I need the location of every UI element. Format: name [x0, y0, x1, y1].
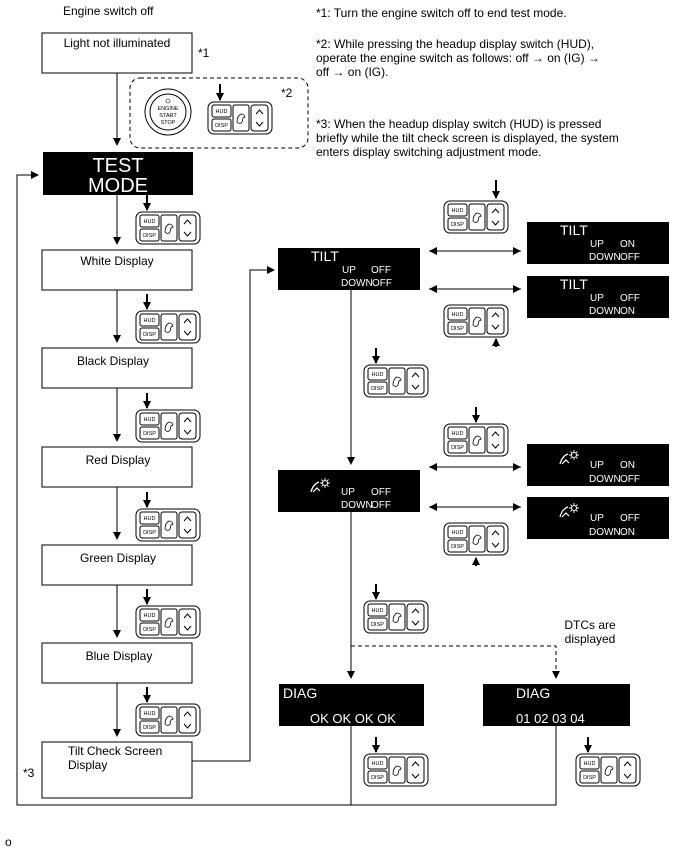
tilt-check-label-1: Tilt Check Screen [68, 744, 162, 758]
green-display-box [41, 544, 193, 586]
step-switch-icon [135, 409, 201, 443]
brightness-down-on-up-value: OFF [620, 513, 640, 524]
tilt-down-on-down-label: DOWN [589, 306, 621, 317]
hud-switch-icon-setup [207, 101, 273, 135]
marker-1: *1 [198, 46, 210, 60]
diag-ok-title: DIAG [283, 685, 317, 701]
brightness-adjust-screen [278, 470, 420, 512]
engine-label-1: ENGINE [157, 106, 178, 112]
diag-dtc-values: 01 02 03 04 [516, 711, 585, 726]
white-display-label: White Display [80, 254, 153, 268]
engine-label-2: START [159, 113, 177, 119]
brightness-up-on-up-label: UP [590, 460, 604, 471]
tilt-up-label: UP [342, 265, 356, 276]
diag-dtc-screen [483, 684, 630, 726]
tilt-up-on-down-value: OFF [620, 252, 640, 263]
tilt-up-on-screen [527, 222, 669, 264]
diag-dtc-title: DIAG [516, 685, 550, 701]
brightness-up-on-down-value: OFF [620, 474, 640, 485]
tilt-down-on-title: TILT [560, 276, 588, 292]
dtc-label-2: displayed [565, 632, 616, 646]
note-1: *1: Turn the engine switch off to end te… [316, 6, 567, 20]
brightness-up-label: UP [341, 487, 355, 498]
tilt-down-on-screen [527, 276, 669, 318]
hud-switch-icon-to-brightness [363, 364, 429, 398]
tilt-up-on-up-value: ON [620, 239, 635, 250]
note-2-line-1: *2: While pressing the headup display sw… [316, 37, 594, 51]
green-display-label: Green Display [80, 551, 156, 565]
step-switch-icon [135, 605, 201, 639]
tilt-down-on-down-value: ON [620, 306, 635, 317]
black-display-box [41, 347, 193, 389]
brightness-down-label: DOWN [341, 500, 373, 511]
test-mode-line-2: MODE [88, 175, 148, 197]
step-switch-icon [135, 508, 201, 542]
tilt-check-screen-box [41, 741, 193, 799]
note-2-line-3: off → on (IG). [316, 65, 388, 79]
tilt-adjust-screen [278, 248, 420, 290]
footer-code: o [5, 835, 12, 849]
brightness-down-on-down-label: DOWN [589, 527, 621, 538]
engine-off-label: Engine switch off [63, 4, 154, 18]
blue-display-label: Blue Display [86, 649, 153, 663]
rocker-up-switch-icon [443, 200, 509, 234]
marker-3: *3 [23, 766, 35, 780]
blue-display-box [41, 642, 193, 684]
tilt-up-on-down-label: DOWN [589, 252, 621, 263]
brightness-down-value: OFF [371, 500, 391, 511]
note-3-line-3: enters display switching adjustment mode… [316, 145, 541, 159]
tilt-check-label-2: Display [68, 758, 107, 772]
diag-ok-screen [279, 684, 424, 726]
hud-switch-icon-exit-diag-ok [363, 753, 429, 787]
brightness-down-on-screen [527, 497, 669, 539]
brightness-up-value: OFF [371, 487, 391, 498]
tilt-down-value: OFF [372, 278, 392, 289]
rocker-down-switch-icon [443, 304, 509, 338]
brightness-down-on-up-label: UP [590, 513, 604, 524]
step-switch-icon [135, 703, 201, 737]
red-display-label: Red Display [86, 453, 151, 467]
white-display-box [41, 249, 193, 291]
note-3-line-2: briefly while the tilt check screen is d… [316, 131, 619, 145]
tilt-down-on-up-label: UP [590, 293, 604, 304]
tilt-title: TILT [311, 248, 339, 264]
marker-2: *2 [281, 86, 293, 100]
light-not-illuminated-box [41, 32, 193, 74]
black-display-label: Black Display [77, 354, 149, 368]
brightness-down-on-down-value: ON [620, 527, 635, 538]
brightness-up-on-up-value: ON [620, 460, 635, 471]
tilt-up-value: OFF [371, 265, 391, 276]
hud-switch-icon-exit-diag-dtc [575, 753, 641, 787]
red-display-box [41, 446, 193, 488]
note-2-line-2: operate the engine switch as follows: of… [316, 51, 600, 65]
tilt-up-on-up-label: UP [590, 239, 604, 250]
note-3-line-1: *3: When the headup display switch (HUD)… [316, 117, 601, 131]
hand-switch-up-icon [443, 423, 509, 457]
engine-start-stop-icon: ENGINE START STOP [144, 88, 192, 136]
tilt-up-on-title: TILT [560, 222, 588, 238]
tilt-down-on-up-value: OFF [620, 293, 640, 304]
engine-label-3: STOP [161, 120, 176, 126]
dtc-label-1: DTCs are [564, 618, 616, 632]
test-mode-line-1: TEST [92, 155, 143, 177]
test-mode-screen [43, 152, 193, 195]
tilt-down-label: DOWN [341, 278, 373, 289]
light-not-illuminated-label: Light not illuminated [64, 36, 171, 50]
hud-switch-icon-to-diag [363, 600, 429, 634]
step-switch-icon [135, 310, 201, 344]
step-switch-icon [135, 211, 201, 245]
hand-switch-down-icon [443, 522, 509, 556]
engine-switch-procedure-box [129, 77, 309, 149]
brightness-up-on-screen [527, 444, 669, 486]
diag-ok-values: OK OK OK OK [310, 711, 396, 726]
brightness-up-on-down-label: DOWN [589, 474, 621, 485]
